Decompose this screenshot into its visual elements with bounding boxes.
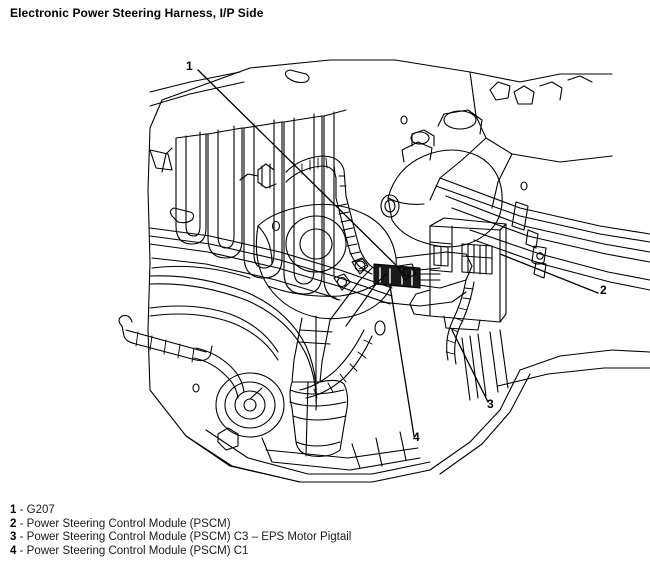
callout-label-3: 3 — [487, 397, 494, 411]
legend: 1 - G207 2 - Power Steering Control Modu… — [10, 504, 640, 558]
legend-item-text: Power Steering Control Module (PSCM) C1 — [26, 544, 249, 557]
legend-item-dash: - — [19, 531, 24, 544]
callout-label-2: 2 — [600, 283, 607, 297]
legend-item-text: Power Steering Control Module (PSCM) — [26, 517, 231, 530]
legend-item-dash: - — [19, 544, 24, 557]
legend-item-dash: - — [19, 504, 24, 516]
legend-item: 3 - Power Steering Control Module (PSCM)… — [10, 531, 640, 545]
legend-item-text: Power Steering Control Module (PSCM) C3 … — [26, 531, 352, 544]
legend-item-number: 4 — [10, 544, 17, 557]
legend-item-number: 3 — [10, 531, 17, 544]
callout-label-1: 1 — [186, 59, 193, 73]
legend-item-text: G207 — [26, 504, 55, 516]
legend-item-dash: - — [19, 517, 24, 530]
legend-item-number: 2 — [10, 517, 17, 530]
callout-label-4: 4 — [413, 430, 420, 444]
legend-item: 1 - G207 — [10, 504, 640, 518]
illustration-container: 1 2 3 4 — [0, 30, 650, 500]
legend-item-number: 1 — [10, 504, 17, 516]
page-title: Electronic Power Steering Harness, I/P S… — [10, 6, 264, 20]
legend-item: 4 - Power Steering Control Module (PSCM)… — [10, 545, 640, 559]
legend-item: 2 - Power Steering Control Module (PSCM) — [10, 518, 640, 532]
electronic-power-steering-harness-drawing — [118, 59, 650, 483]
